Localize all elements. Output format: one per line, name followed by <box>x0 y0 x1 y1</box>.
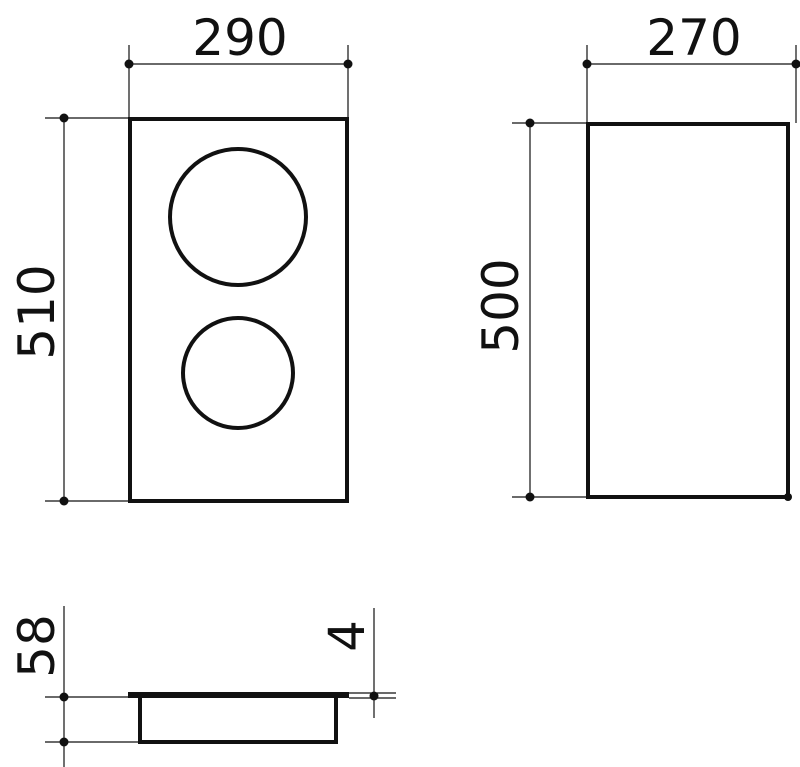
top-view-outline <box>128 117 349 503</box>
section-view: 58 4 <box>8 606 396 767</box>
side-view: 270 500 <box>472 9 800 502</box>
side-view-corner-dot <box>784 493 792 501</box>
section-height-terminator-bottom <box>59 737 69 747</box>
section-thickness-label: 4 <box>318 620 376 652</box>
side-view-width-terminator-right <box>791 59 800 69</box>
side-view-width-label: 270 <box>646 9 741 67</box>
side-view-height-label: 500 <box>472 258 530 353</box>
top-view-height-label: 510 <box>8 264 66 359</box>
top-view-width-terminator-left <box>124 59 134 69</box>
side-view-height-terminator-bottom <box>525 492 535 502</box>
section-height-label: 58 <box>8 614 66 678</box>
large-burner-outline <box>168 147 308 287</box>
top-view-width-terminator-right <box>343 59 353 69</box>
top-view-width-label: 290 <box>192 9 287 67</box>
top-view-height-terminator-top <box>59 113 69 123</box>
side-view-width-terminator-left <box>582 59 592 69</box>
side-view-height-terminator-top <box>525 118 535 128</box>
small-burner-outline <box>181 316 295 430</box>
section-thickness-terminator <box>369 691 379 701</box>
section-height-terminator-top <box>59 692 69 702</box>
section-body-outline <box>138 698 338 744</box>
top-view-height-terminator-bottom <box>59 496 69 506</box>
side-view-outline <box>586 122 790 499</box>
top-view: 290 510 <box>8 9 353 506</box>
